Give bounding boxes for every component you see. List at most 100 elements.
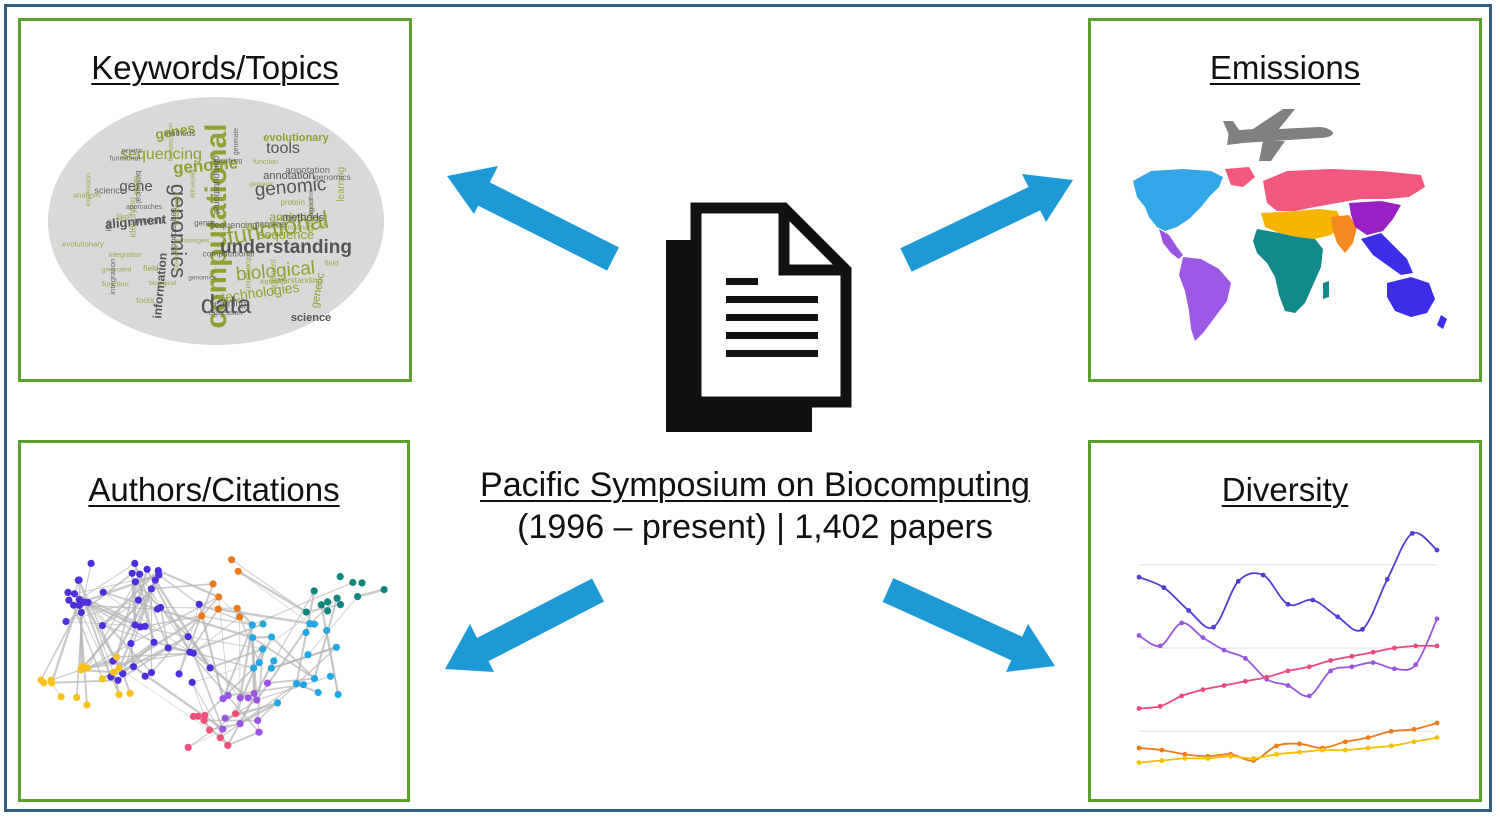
- network-edge: [118, 614, 203, 670]
- network-node: [214, 605, 222, 613]
- network-node: [250, 664, 258, 672]
- network-edge: [201, 615, 253, 626]
- network-node: [73, 693, 81, 701]
- network-node: [99, 588, 107, 596]
- diversity-series-point: [1434, 735, 1440, 740]
- diversity-line-chart: [1136, 531, 1440, 765]
- network-node: [114, 676, 122, 684]
- network-node: [189, 712, 197, 720]
- network-node: [263, 679, 272, 687]
- word-cloud-filler-word: learning: [336, 167, 347, 202]
- diversity-series-point: [1251, 756, 1256, 761]
- word-cloud-filler-word: function: [253, 158, 278, 166]
- network-edge: [189, 608, 219, 653]
- network-node: [57, 693, 65, 701]
- diversity-series-line: [1138, 531, 1438, 632]
- word-cloud-filler-word: generated: [244, 219, 286, 230]
- network-edge: [227, 731, 260, 747]
- diversity-series-point: [1221, 647, 1227, 653]
- network-edge: [78, 562, 136, 601]
- network-node: [273, 699, 282, 707]
- network-node: [224, 741, 232, 749]
- word-cloud-filler-word: genes: [194, 219, 215, 228]
- word-cloud-filler-word: alignment: [269, 259, 278, 294]
- region-new-zealand: [1437, 315, 1447, 329]
- word-cloud-filler-word: identifying: [214, 157, 243, 164]
- word-cloud-word: computational: [200, 123, 233, 328]
- network-node: [304, 651, 312, 659]
- region-madagascar: [1323, 281, 1329, 299]
- network-edge: [255, 623, 311, 701]
- diversity-series-point: [1388, 728, 1394, 734]
- word-cloud-word: understanding: [220, 237, 352, 258]
- network-node: [131, 559, 139, 567]
- network-node: [157, 603, 165, 612]
- network-node: [324, 598, 332, 606]
- word-cloud-background: [48, 97, 384, 345]
- word-cloud-filler-word: understanding: [167, 123, 173, 161]
- network-edge: [267, 677, 315, 685]
- network-node: [333, 594, 341, 602]
- network-edge: [320, 604, 340, 695]
- word-cloud-word: science: [291, 312, 331, 324]
- diversity-series-point: [1342, 739, 1348, 745]
- network-node: [126, 689, 134, 697]
- word-cloud-filler-word: like: [104, 220, 113, 232]
- diversity-series-point: [1411, 726, 1417, 732]
- network-node: [219, 695, 227, 703]
- network-edge: [204, 661, 260, 717]
- network-node: [175, 670, 183, 678]
- network-node: [109, 668, 118, 676]
- network-node: [299, 681, 308, 689]
- region-central-america: [1159, 229, 1183, 259]
- network-edge: [238, 571, 311, 624]
- word-cloud-filler-word: biological: [134, 171, 143, 204]
- network-node: [249, 634, 257, 642]
- network-edge: [252, 636, 315, 680]
- network-node: [259, 620, 267, 628]
- diversity-series-point: [1200, 635, 1206, 640]
- region-oceania: [1387, 277, 1435, 317]
- network-edge: [159, 607, 169, 649]
- word-cloud-filler-word: function: [102, 280, 129, 289]
- diversity-series-point: [1328, 668, 1333, 674]
- network-edge: [129, 643, 135, 667]
- diversity-series-point: [1221, 683, 1227, 688]
- diversity-series-point: [1136, 633, 1142, 638]
- network-edge: [82, 563, 92, 603]
- word-cloud-filler-word: genetic: [122, 148, 142, 155]
- network-edge: [226, 660, 275, 746]
- network-node: [79, 598, 87, 606]
- network-edge: [158, 574, 200, 605]
- diversity-series-point: [1434, 720, 1440, 726]
- word-cloud-word: genomics: [166, 184, 191, 278]
- word-cloud-filler-word: learning: [212, 299, 246, 310]
- word-cloud-filler-word: biological: [149, 280, 177, 287]
- network-node: [323, 626, 331, 635]
- emissions-panel: Emissions: [1088, 18, 1482, 382]
- word-cloud-word: evolutionary: [263, 132, 329, 144]
- network-node: [270, 657, 278, 665]
- network-node: [209, 580, 217, 588]
- network-edge: [102, 599, 139, 627]
- network-edge: [157, 569, 220, 599]
- network-node: [205, 726, 214, 734]
- network-node: [64, 588, 72, 596]
- diversity-panel-title: Diversity: [1221, 471, 1349, 508]
- network-edge: [219, 683, 297, 739]
- diversity-series-point: [1157, 703, 1163, 709]
- diversity-series-point: [1264, 674, 1270, 680]
- network-node: [62, 617, 70, 626]
- network-node: [136, 570, 144, 578]
- word-cloud-filler-word: genomics: [314, 172, 351, 182]
- network-node: [232, 710, 240, 718]
- network-edge: [116, 652, 194, 658]
- diversity-series-point: [1328, 658, 1333, 663]
- network-node: [70, 590, 79, 598]
- word-cloud-word: sequence: [258, 227, 314, 242]
- network-node: [248, 621, 256, 629]
- network-node: [47, 676, 55, 684]
- diversity-series-point: [1159, 747, 1165, 753]
- word-cloud-word: alignment: [104, 211, 167, 231]
